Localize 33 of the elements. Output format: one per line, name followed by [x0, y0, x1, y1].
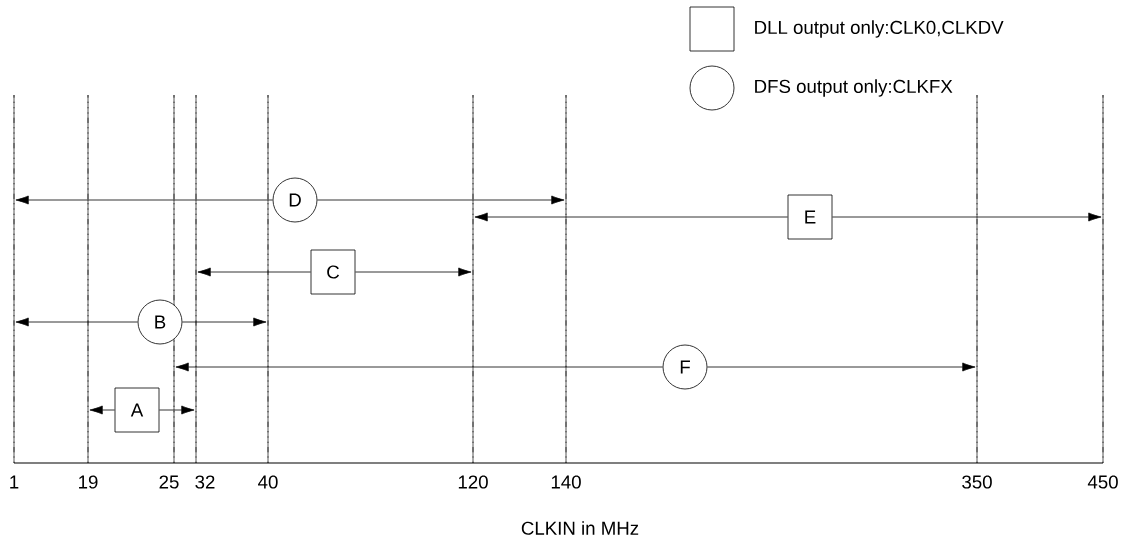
arrow [197, 267, 311, 277]
tick-label: 120 [458, 475, 488, 489]
guide-line [173, 94, 175, 464]
guide-line [195, 94, 197, 464]
legend-text: DLL output only:CLK0,CLKDV [755, 20, 1004, 38]
arrow [182, 317, 267, 327]
arrow [15, 317, 138, 327]
arrow [832, 212, 1102, 222]
guide-line [565, 94, 567, 464]
tick-label: 25 [159, 475, 179, 489]
legend-text: DFS output only:CLKFX [755, 79, 953, 97]
arrow [317, 195, 565, 205]
guide-line [87, 94, 89, 464]
tick-label: 19 [79, 475, 98, 489]
axis-label: CLKIN in MHz [521, 521, 639, 535]
tick-label: 32 [195, 475, 215, 489]
arrow [175, 362, 663, 372]
arrow [474, 212, 788, 222]
guide-line [1102, 94, 1104, 464]
guide-line [472, 94, 474, 464]
arrow [159, 405, 195, 415]
arrow [15, 195, 273, 205]
tick-label: 350 [962, 475, 992, 489]
guide-line [267, 94, 269, 464]
tick-label: 1 [10, 475, 19, 489]
arrow [707, 362, 976, 372]
arrow [89, 405, 115, 415]
tick-label: 140 [551, 475, 581, 489]
guide-line [976, 94, 978, 464]
guide-line [13, 94, 15, 464]
tick-label: 40 [258, 475, 278, 489]
arrow [355, 267, 472, 277]
tick-label: 450 [1087, 475, 1118, 489]
